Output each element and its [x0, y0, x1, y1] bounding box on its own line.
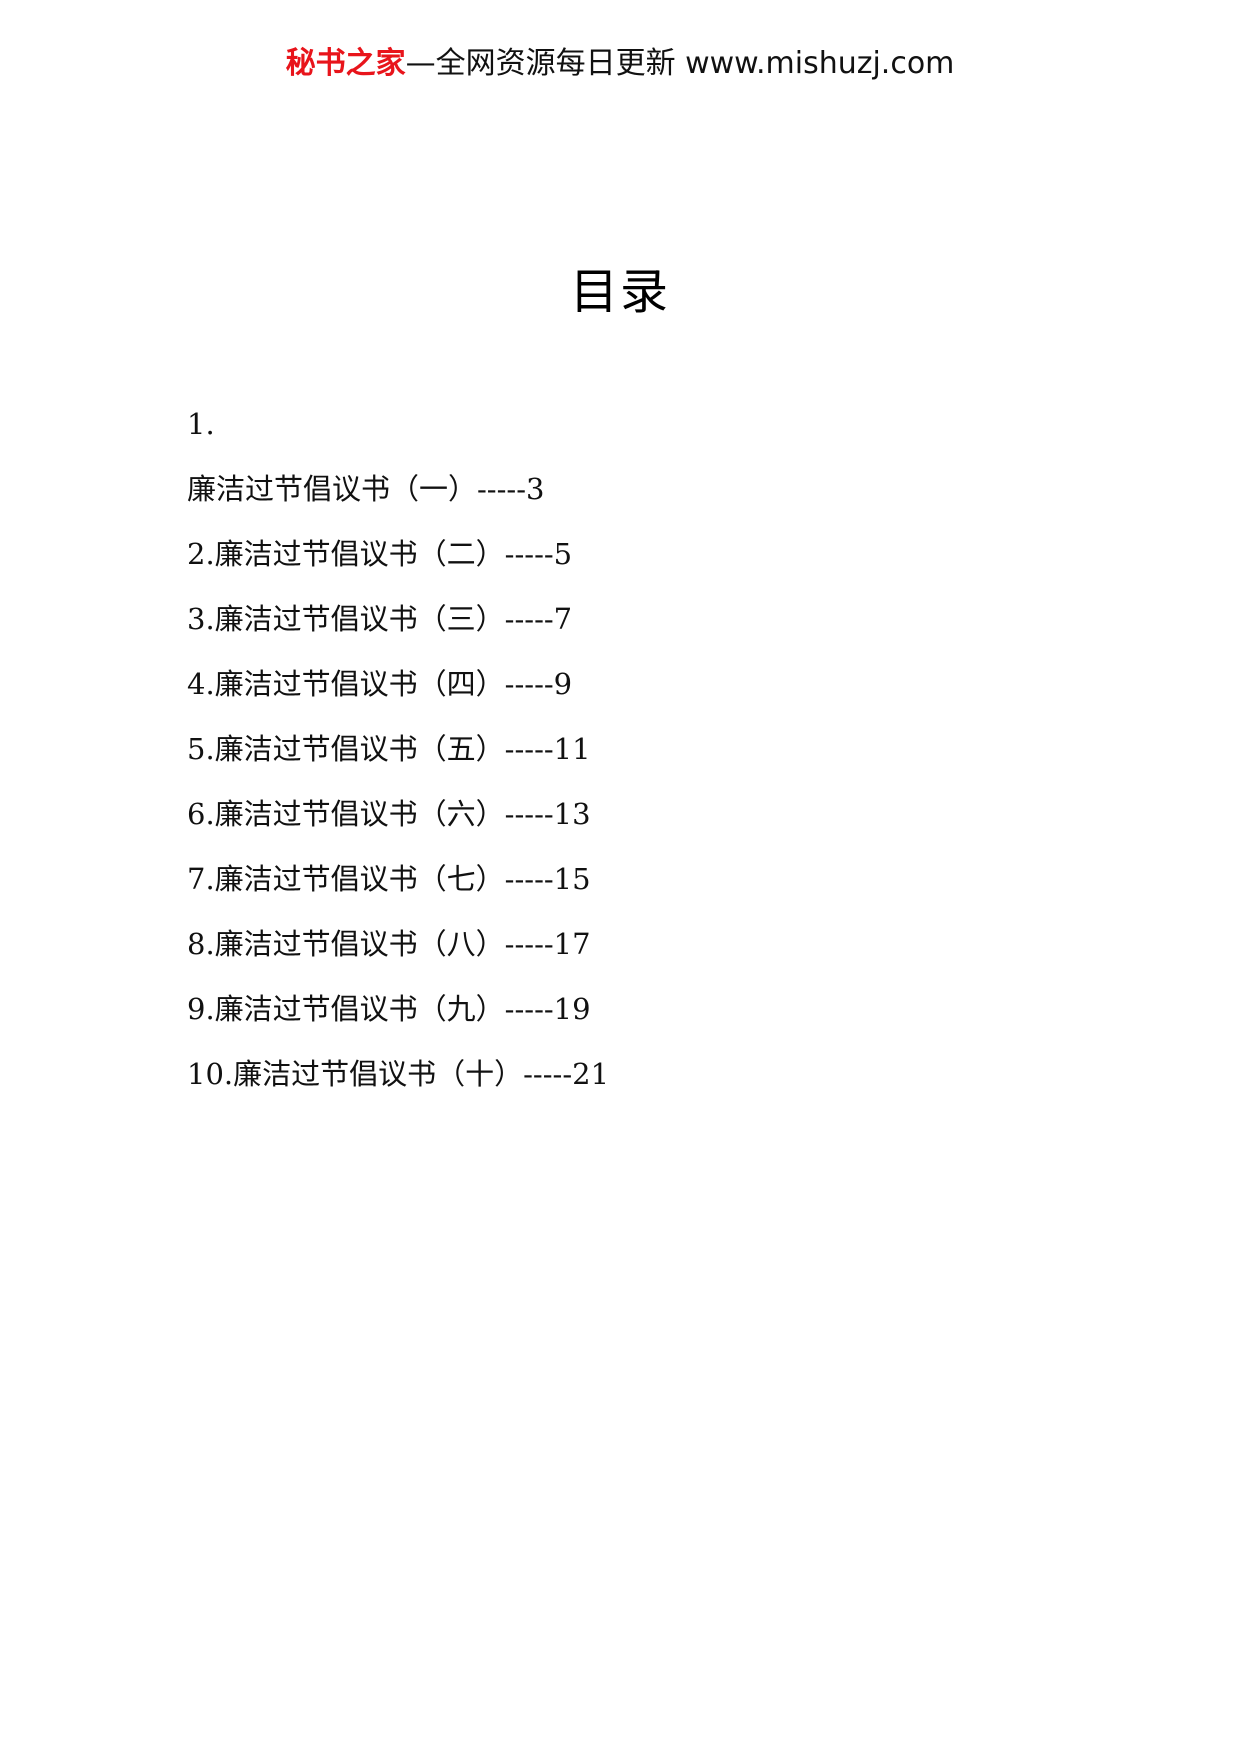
header-tagline: —全网资源每日更新 www.mishuzj.com [405, 46, 955, 81]
toc-entry-1: 廉洁过节倡议书（一）-----3 [187, 472, 545, 506]
toc-entry-8: 8.廉洁过节倡议书（八）-----17 [187, 927, 591, 961]
toc-entry-6: 6.廉洁过节倡议书（六）-----13 [187, 797, 591, 831]
table-of-contents: 1. 廉洁过节倡议书（一）-----3 2.廉洁过节倡议书（二）-----5 3… [187, 404, 1087, 1119]
toc-entry-7: 7.廉洁过节倡议书（七）-----15 [187, 862, 591, 896]
toc-entry-9: 9.廉洁过节倡议书（九）-----19 [187, 992, 591, 1026]
page-title: 目录 [569, 264, 670, 320]
toc-entry-4: 4.廉洁过节倡议书（四）-----9 [187, 667, 573, 701]
toc-line-1: 1. [187, 407, 215, 441]
brand-name: 秘书之家 [285, 46, 406, 81]
toc-entry-3: 3.廉洁过节倡议书（三）-----7 [187, 602, 573, 636]
page-header: 秘书之家—全网资源每日更新 www.mishuzj.com [0, 44, 1240, 84]
toc-entry-2: 2.廉洁过节倡议书（二）-----5 [187, 537, 573, 571]
toc-entry-10: 10.廉洁过节倡议书（十）-----21 [187, 1057, 610, 1091]
toc-entry-5: 5.廉洁过节倡议书（五）-----11 [187, 732, 591, 766]
